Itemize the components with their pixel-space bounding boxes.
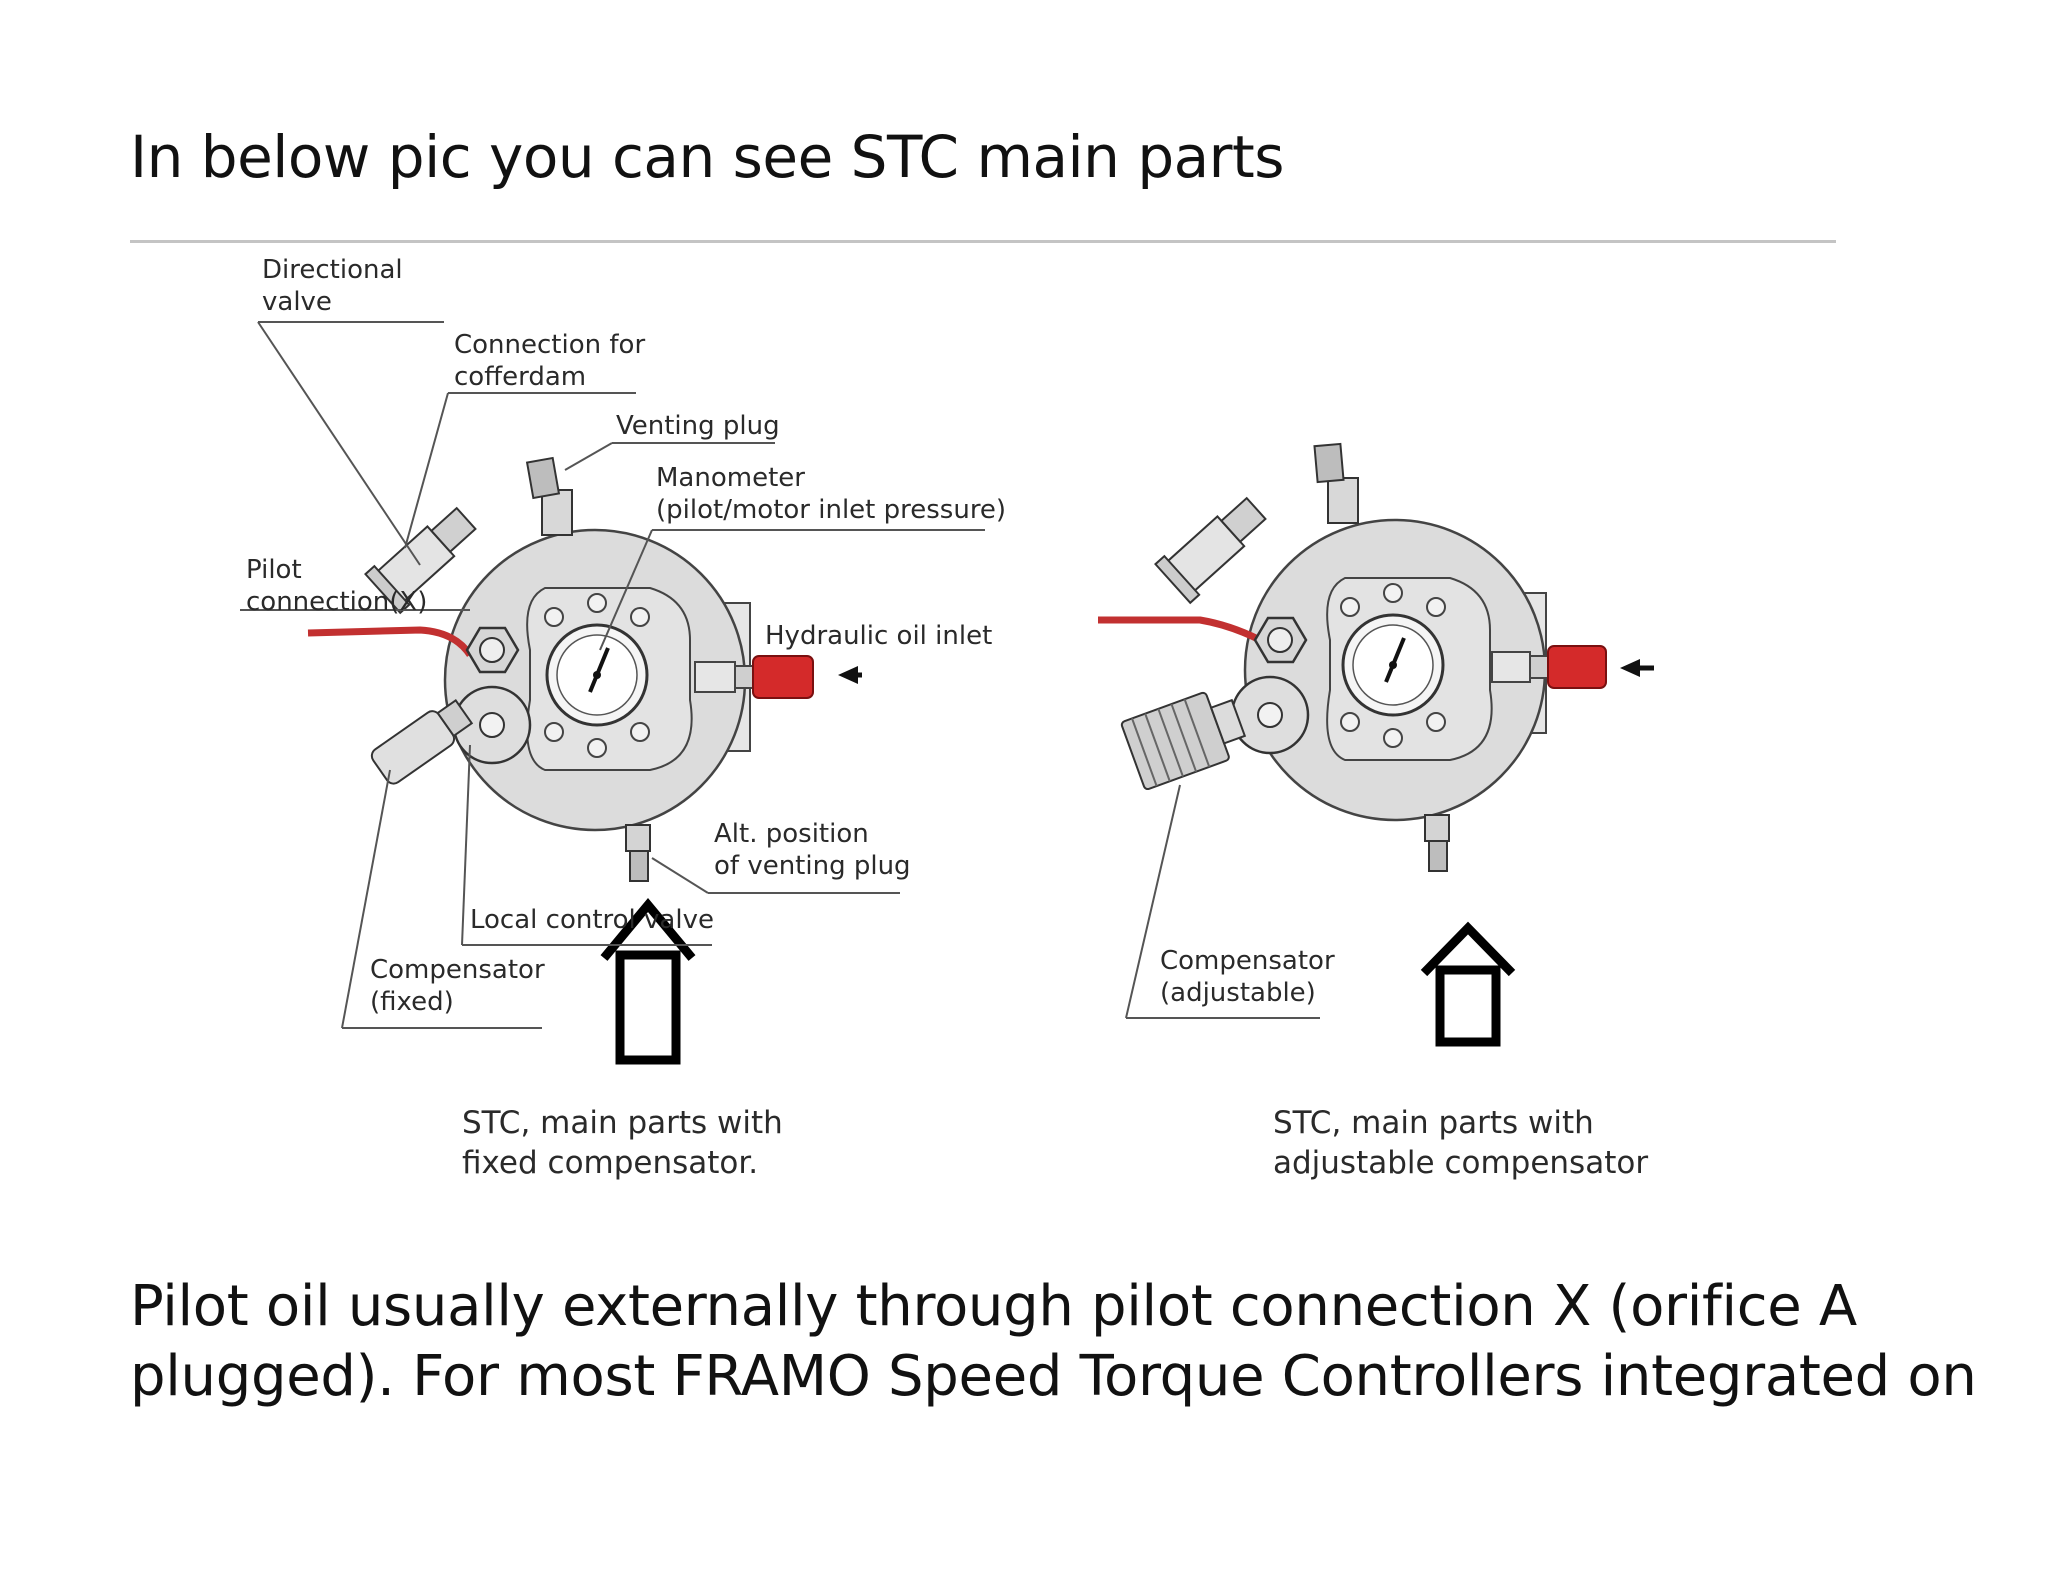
label-directional-valve-1: Directional bbox=[262, 255, 403, 285]
adjustable-compensator-knob bbox=[1120, 691, 1247, 791]
body-line-1: Pilot oil usually externally through pil… bbox=[130, 1274, 1857, 1339]
label-alt-position-2: of venting plug bbox=[714, 851, 911, 881]
caption-right-1: STC, main parts with bbox=[1273, 1105, 1594, 1141]
caption-left-1: STC, main parts with bbox=[462, 1105, 783, 1141]
label-pilot-2: connection(X) bbox=[246, 587, 427, 617]
label-local-control-valve: Local control valve bbox=[470, 905, 714, 935]
hydraulic-inlet-hose bbox=[752, 655, 814, 699]
body-line-2: plugged). For most FRAMO Speed Torque Co… bbox=[130, 1344, 1977, 1409]
divider-line bbox=[130, 240, 1836, 243]
stc-fixed-compensator bbox=[307, 456, 862, 1065]
stc-adjustable-compensator bbox=[1098, 442, 1654, 1047]
label-cofferdam-1: Connection for bbox=[454, 330, 645, 360]
label-hydraulic-oil-inlet: Hydraulic oil inlet bbox=[765, 621, 992, 651]
slide-heading: In below pic you can see STC main parts bbox=[130, 123, 1284, 191]
label-venting-plug: Venting plug bbox=[616, 411, 780, 441]
label-pilot-1: Pilot bbox=[246, 555, 302, 585]
label-cofferdam-2: cofferdam bbox=[454, 362, 586, 392]
pilot-line bbox=[307, 626, 473, 658]
caption-left-2: fixed compensator. bbox=[462, 1145, 758, 1181]
label-compensator-fixed-2: (fixed) bbox=[370, 987, 454, 1017]
label-manometer-2: (pilot/motor inlet pressure) bbox=[656, 495, 1006, 525]
label-compensator-fixed-1: Compensator bbox=[370, 955, 545, 985]
label-compensator-adjustable-1: Compensator bbox=[1160, 946, 1335, 976]
label-manometer-1: Manometer bbox=[656, 463, 805, 493]
label-directional-valve-2: valve bbox=[262, 287, 332, 317]
label-compensator-adjustable-2: (adjustable) bbox=[1160, 978, 1316, 1008]
body-paragraph: Pilot oil usually externally through pil… bbox=[130, 1272, 1977, 1412]
caption-right-2: adjustable compensator bbox=[1273, 1145, 1648, 1181]
label-alt-position-1: Alt. position bbox=[714, 819, 869, 849]
